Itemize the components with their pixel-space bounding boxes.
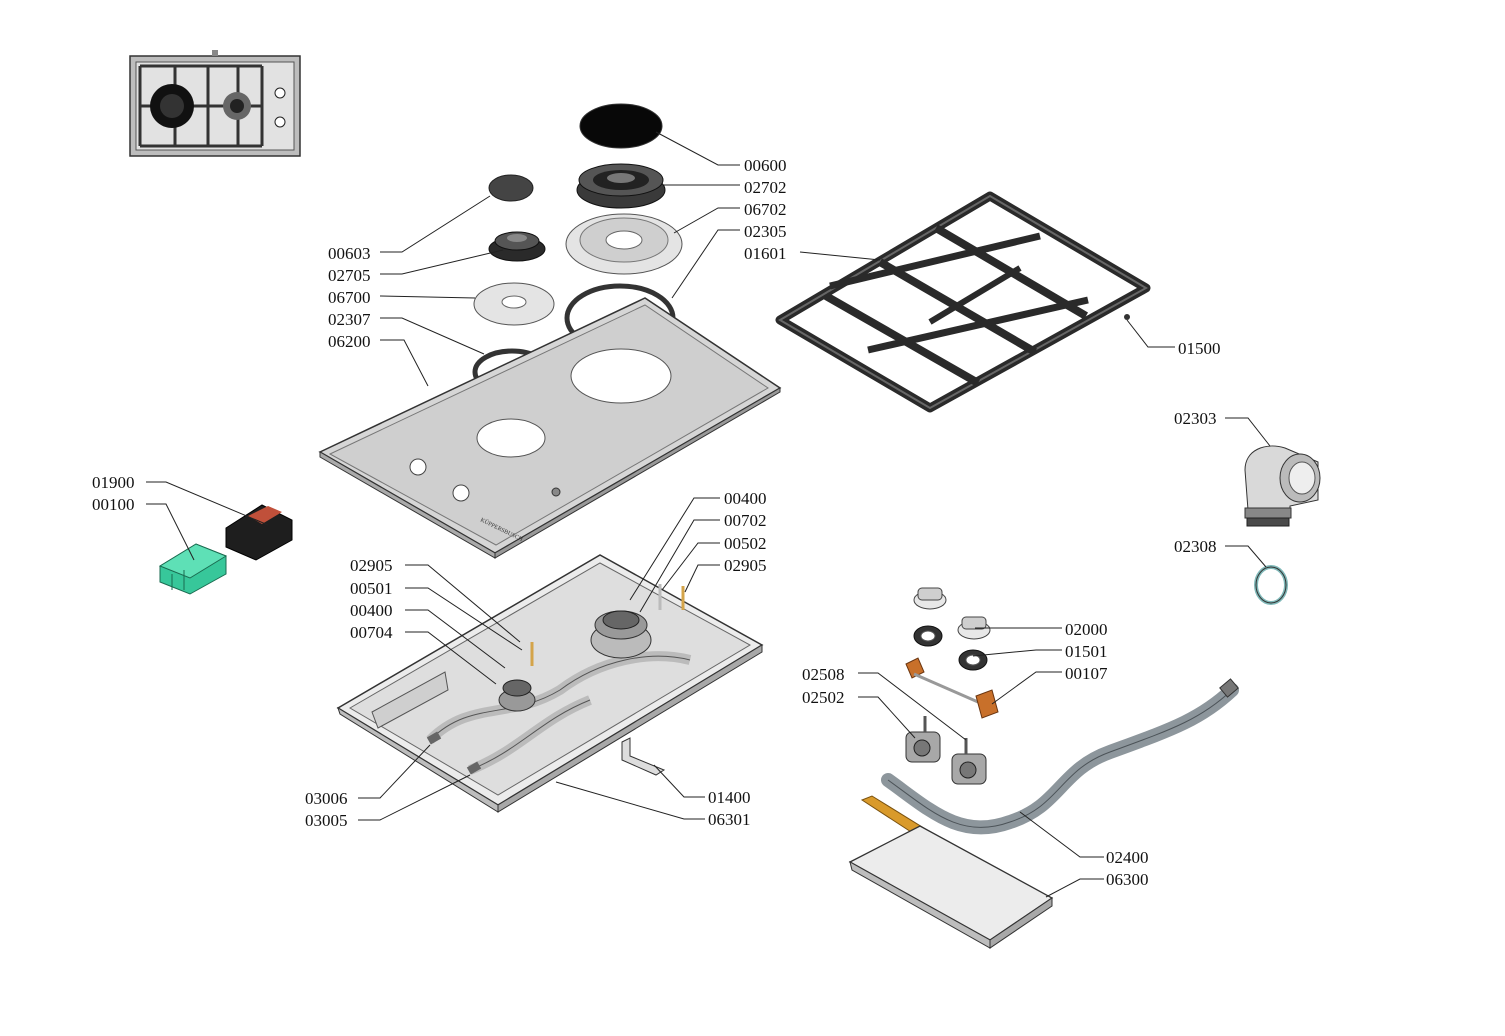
label-06200: 06200 xyxy=(328,332,371,351)
mounting-bracket xyxy=(621,737,666,776)
label-01500: 01500 xyxy=(1178,339,1221,358)
gas-valve-left xyxy=(905,716,941,763)
label-06301: 06301 xyxy=(708,810,751,829)
leader-lines xyxy=(146,131,1271,898)
valve-bracket xyxy=(905,657,999,719)
ignition-module xyxy=(225,504,293,561)
label-01400: 01400 xyxy=(708,788,751,807)
label-06300: 06300 xyxy=(1106,870,1149,889)
gas-hose xyxy=(881,678,1239,835)
label-02303: 02303 xyxy=(1174,409,1217,428)
label-02000: 02000 xyxy=(1065,620,1108,639)
label-00704: 00704 xyxy=(350,623,393,642)
control-knob-right xyxy=(957,616,991,640)
label-00501: 00501 xyxy=(350,579,393,598)
label-02905-left: 02905 xyxy=(350,556,393,575)
label-02305: 02305 xyxy=(744,222,787,241)
label-02308: 02308 xyxy=(1174,537,1217,556)
part-labels: 00600 02702 06702 02305 01601 00603 0270… xyxy=(92,156,1221,889)
burner-tray xyxy=(336,554,764,813)
label-02508: 02508 xyxy=(802,665,845,684)
knob-ring-left xyxy=(913,625,943,647)
label-00400-top: 00400 xyxy=(724,489,767,508)
screw xyxy=(1124,314,1130,320)
label-01601: 01601 xyxy=(744,244,787,263)
burner-cap-large xyxy=(579,103,663,149)
gas-valve-right xyxy=(951,738,987,785)
label-03005: 03005 xyxy=(305,811,348,830)
label-02502: 02502 xyxy=(802,688,845,707)
label-01900: 01900 xyxy=(92,473,135,492)
label-06702: 06702 xyxy=(744,200,787,219)
terminal-block xyxy=(158,543,228,595)
label-00100: 00100 xyxy=(92,495,135,514)
seal-ring xyxy=(1254,565,1288,605)
knob-ring-right xyxy=(958,649,988,671)
label-00702: 00702 xyxy=(724,511,767,530)
label-03006: 03006 xyxy=(305,789,348,808)
valve-mounting-tray xyxy=(848,825,1054,949)
label-02307: 02307 xyxy=(328,310,371,329)
label-00400-left: 00400 xyxy=(350,601,393,620)
spill-ring-small xyxy=(473,282,555,326)
hob-top-plate: KÜPPERSBUSCH xyxy=(318,297,782,559)
pan-support-grid xyxy=(775,191,1151,413)
label-00502: 00502 xyxy=(724,534,767,553)
hob-overview-thumbnail xyxy=(129,50,301,157)
label-02702: 02702 xyxy=(744,178,787,197)
label-00603: 00603 xyxy=(328,244,371,263)
label-06700: 06700 xyxy=(328,288,371,307)
burner-head-small xyxy=(488,231,546,262)
label-02400: 02400 xyxy=(1106,848,1149,867)
label-00600: 00600 xyxy=(744,156,787,175)
gas-inlet-elbow xyxy=(1244,445,1321,527)
label-01501: 01501 xyxy=(1065,642,1108,661)
label-02905-right: 02905 xyxy=(724,556,767,575)
label-00107: 00107 xyxy=(1065,664,1108,683)
label-02705: 02705 xyxy=(328,266,371,285)
burner-cap-small xyxy=(488,174,534,202)
burner-head-large xyxy=(576,163,666,209)
control-knob-left xyxy=(913,587,947,610)
spill-ring-large xyxy=(565,213,683,275)
